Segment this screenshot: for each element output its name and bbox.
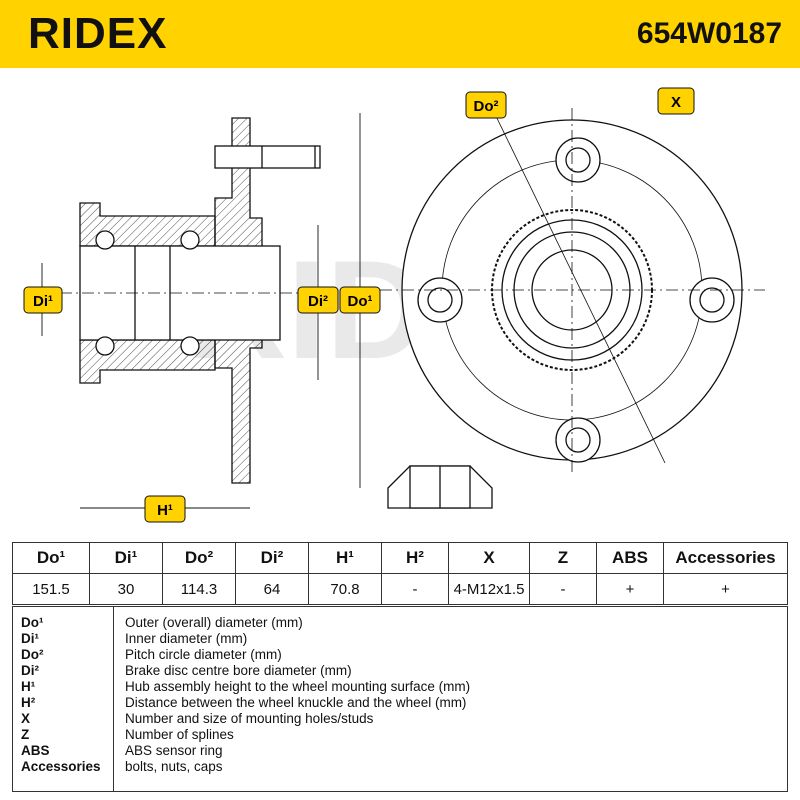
spec-value: +	[663, 573, 788, 605]
front-view	[380, 107, 765, 473]
nut-icon	[387, 465, 493, 509]
svg-text:Di¹: Di¹	[33, 293, 53, 310]
legend-row: Di² Brake disc centre bore diameter (mm)	[13, 663, 789, 679]
brand-logo: RIDEX	[28, 9, 168, 58]
side-section-view	[60, 117, 340, 484]
legend-row: X Number and size of mounting holes/studs	[13, 711, 789, 727]
svg-text:H¹: H¹	[157, 502, 173, 519]
legend-row: ABS ABS sensor ring	[13, 743, 789, 759]
label-di2: Di²	[297, 286, 339, 314]
spec-value-row: 151.5 30 114.3 64 70.8 - 4-M12x1.5 - + +	[12, 573, 788, 605]
header-bar: RIDEX 654W0187	[0, 0, 800, 68]
spec-value: 64	[235, 573, 309, 605]
spec-value: +	[596, 573, 664, 605]
legend-row: Do¹ Outer (overall) diameter (mm)	[13, 615, 789, 631]
legend-key: Di¹	[21, 631, 39, 646]
spec-header: ABS	[596, 542, 664, 574]
legend-key: Do²	[21, 647, 44, 662]
label-h1: H¹	[144, 495, 186, 523]
spec-value: 70.8	[308, 573, 382, 605]
technical-drawing: RIDEX Di¹ Di²	[23, 87, 765, 523]
legend-row: Z Number of splines	[13, 727, 789, 743]
specification-table: Do¹ Di¹ Do² Di² H¹ H² X Z ABS Accessorie…	[12, 542, 788, 605]
spec-value: -	[529, 573, 597, 605]
legend-key: H¹	[21, 679, 36, 694]
spec-header: H¹	[308, 542, 382, 574]
legend-key: X	[21, 711, 31, 726]
svg-text:X: X	[671, 94, 681, 111]
legend-key: Di²	[21, 663, 39, 678]
spec-header: Di²	[235, 542, 309, 574]
spec-header: Do²	[162, 542, 236, 574]
legend-row: H¹ Hub assembly height to the wheel mount…	[13, 679, 789, 695]
spec-header: X	[448, 542, 530, 574]
legend-desc: Number and size of mounting holes/studs	[125, 711, 374, 726]
part-number: 654W0187	[636, 17, 782, 50]
spec-value: 114.3	[162, 573, 236, 605]
spec-header: Z	[529, 542, 597, 574]
legend-key: ABS	[21, 743, 50, 758]
legend-divider	[113, 607, 114, 791]
spec-header: H²	[381, 542, 449, 574]
legend-desc: Number of splines	[125, 727, 234, 742]
label-do2: Do²	[465, 91, 507, 119]
spec-header: Accessories	[663, 542, 788, 574]
legend-desc: Outer (overall) diameter (mm)	[125, 615, 303, 630]
legend-desc: Distance between the wheel knuckle and t…	[125, 695, 467, 710]
label-x: X	[657, 87, 695, 115]
legend-box: Do¹ Outer (overall) diameter (mm) Di¹ Inne…	[12, 606, 788, 792]
spec-header: Di¹	[89, 542, 163, 574]
svg-text:Di²: Di²	[308, 293, 328, 310]
legend-key: H²	[21, 695, 36, 710]
svg-text:Do²: Do²	[474, 98, 499, 115]
spec-header: Do¹	[12, 542, 90, 574]
legend-key: Do¹	[21, 615, 44, 630]
legend-row: Di¹ Inner diameter (mm)	[13, 631, 789, 647]
legend-desc: bolts, nuts, caps	[125, 759, 223, 774]
legend-desc: ABS sensor ring	[125, 743, 223, 758]
svg-text:Do¹: Do¹	[348, 293, 373, 310]
spec-header-row: Do¹ Di¹ Do² Di² H¹ H² X Z ABS Accessorie…	[12, 542, 788, 574]
legend-row: H² Distance between the wheel knuckle and…	[13, 695, 789, 711]
spec-value: 30	[89, 573, 163, 605]
legend-desc: Pitch circle diameter (mm)	[125, 647, 282, 662]
legend-row: Do² Pitch circle diameter (mm)	[13, 647, 789, 663]
spec-value: 151.5	[12, 573, 90, 605]
legend-desc: Inner diameter (mm)	[125, 631, 248, 646]
label-do1: Do¹	[339, 286, 381, 314]
legend-desc: Brake disc centre bore diameter (mm)	[125, 663, 352, 678]
legend-row: Accessories bolts, nuts, caps	[13, 759, 789, 775]
spec-value: -	[381, 573, 449, 605]
legend-key: Accessories	[21, 759, 101, 774]
spec-value: 4-M12x1.5	[448, 573, 530, 605]
legend-desc: Hub assembly height to the wheel mountin…	[125, 679, 471, 694]
legend-key: Z	[21, 727, 30, 742]
label-di1: Di¹	[23, 286, 63, 314]
